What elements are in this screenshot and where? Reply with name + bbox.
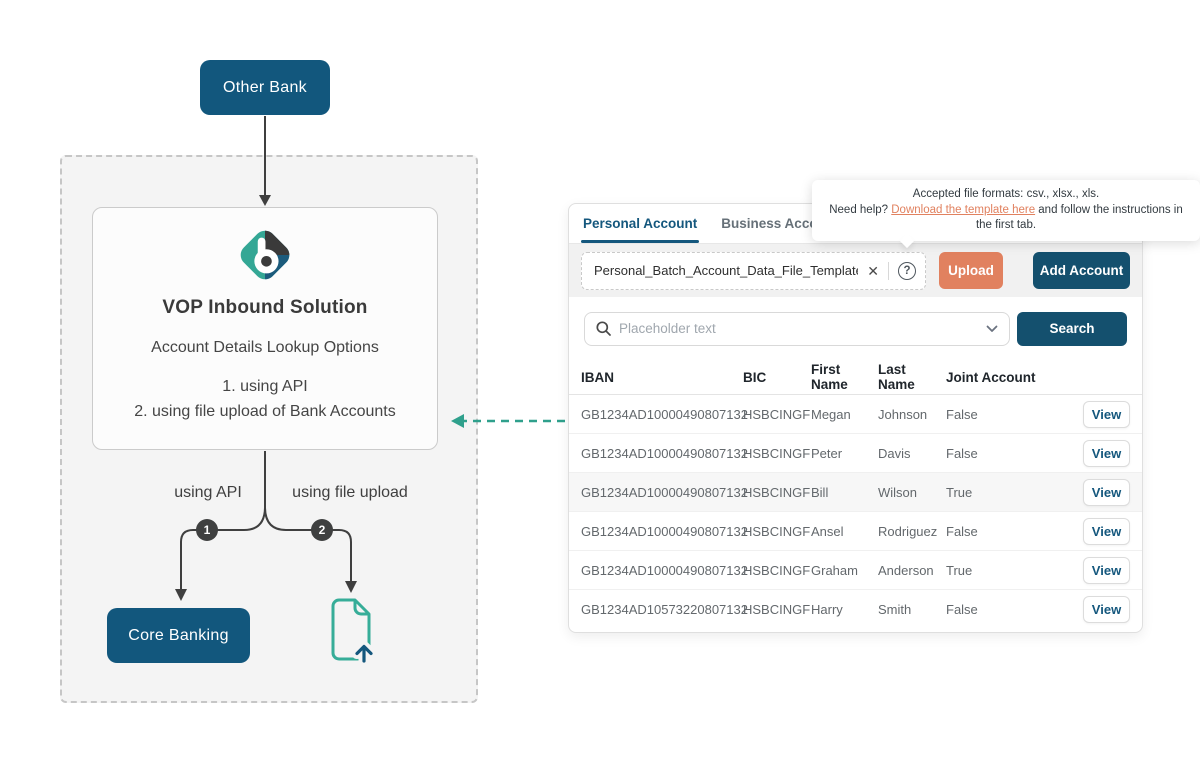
- last-name-cell: Wilson: [878, 484, 918, 500]
- download-template-link[interactable]: Download the template here: [891, 203, 1036, 216]
- tooltip-pre-link: Need help?: [829, 203, 892, 216]
- selected-filename: Personal_Batch_Account_Data_File_Templat…: [594, 263, 859, 278]
- joint-account-cell: True: [946, 562, 973, 578]
- last-name-cell: Rodriguez: [878, 523, 938, 539]
- first-name-cell: Peter: [811, 445, 843, 461]
- solution-title: VOP Inbound Solution: [162, 297, 368, 318]
- bic-cell: HSBCINGF: [743, 523, 811, 539]
- solution-subtitle: Account Details Lookup Options: [151, 339, 379, 356]
- iban-cell: GB1234AD10573220807132: [581, 602, 748, 617]
- iban-cell: GB1234AD10000490807132: [581, 406, 748, 422]
- table-header: IBAN BIC First Name Last Name Joint Acco…: [569, 360, 1142, 395]
- last-name-cell: Smith: [878, 602, 912, 617]
- joint-account-cell: False: [946, 523, 978, 539]
- view-button[interactable]: View: [1083, 478, 1130, 506]
- other-bank-node: Other Bank: [200, 60, 330, 115]
- account-upload-panel: Personal Account Business Account Person…: [568, 203, 1143, 633]
- search-button[interactable]: Search: [1017, 311, 1127, 346]
- solution-option-1: 1. using API: [222, 378, 308, 395]
- bic-cell: HSBCINGF: [743, 445, 811, 461]
- branch-label-file-upload: using file upload: [292, 484, 408, 501]
- file-dropzone[interactable]: Personal_Batch_Account_Data_File_Templat…: [581, 251, 926, 290]
- solution-options: 1. using API 2. using file upload of Ban…: [134, 374, 396, 424]
- table-row: GB1234AD10000490807132 HSBCINGF Megan Jo…: [569, 395, 1142, 434]
- search-row: Search: [569, 297, 1142, 360]
- view-button[interactable]: View: [1083, 400, 1130, 428]
- view-button[interactable]: View: [1083, 517, 1130, 545]
- upload-button[interactable]: Upload: [939, 252, 1003, 289]
- search-input[interactable]: [619, 321, 978, 336]
- first-name-cell: Ansel: [811, 523, 844, 539]
- table-row: GB1234AD10000490807132 HSBCINGF Graham A…: [569, 551, 1142, 590]
- iban-cell: GB1234AD10000490807132: [581, 445, 748, 461]
- tab-bar: Personal Account Business Account: [569, 204, 1142, 244]
- branch-label-api: using API: [174, 484, 242, 501]
- other-bank-label: Other Bank: [223, 78, 307, 96]
- divider: [888, 261, 889, 280]
- core-banking-label: Core Banking: [128, 626, 229, 644]
- bic-cell: HSBCINGF: [743, 406, 811, 422]
- search-box[interactable]: [584, 311, 1010, 346]
- upload-row: Personal_Batch_Account_Data_File_Templat…: [569, 244, 1142, 297]
- core-banking-node: Core Banking: [107, 608, 250, 663]
- upload-help-tooltip: Accepted file formats: csv., xlsx., xls.…: [812, 180, 1200, 248]
- branch-badge-2: 2: [311, 519, 333, 541]
- b-diamond-logo-icon: [236, 226, 294, 284]
- file-upload-icon: [331, 598, 376, 665]
- table-body: GB1234AD10000490807132 HSBCINGF Megan Jo…: [569, 395, 1142, 629]
- table-row: GB1234AD10573220807132 HSBCINGF Harry Sm…: [569, 590, 1142, 629]
- iban-cell: GB1234AD10000490807132: [581, 523, 748, 539]
- header-iban: IBAN: [581, 369, 614, 385]
- joint-account-cell: True: [946, 484, 973, 500]
- vop-solution-box: VOP Inbound Solution Account Details Loo…: [92, 207, 438, 450]
- iban-cell: GB1234AD10000490807132: [581, 562, 748, 578]
- question-icon[interactable]: ?: [898, 261, 916, 280]
- first-name-cell: Graham: [811, 562, 858, 578]
- solution-option-2: 2. using file upload of Bank Accounts: [134, 403, 396, 420]
- branch-badge-1: 1: [196, 519, 218, 541]
- tooltip-line1: Accepted file formats: csv., xlsx., xls.: [912, 188, 1100, 200]
- first-name-cell: Megan: [811, 406, 851, 422]
- joint-account-cell: False: [946, 602, 978, 617]
- chevron-down-icon[interactable]: [986, 325, 998, 333]
- view-button[interactable]: View: [1083, 556, 1130, 584]
- first-name-cell: Harry: [811, 602, 843, 617]
- iban-cell: GB1234AD10000490807132: [581, 484, 748, 500]
- joint-account-cell: False: [946, 406, 978, 422]
- header-joint-account: Joint Account: [946, 369, 1036, 385]
- tooltip-post-link: and follow the instructions in the first…: [975, 203, 1183, 232]
- header-first-name: First Name: [811, 362, 848, 392]
- header-bic: BIC: [743, 369, 767, 385]
- search-icon: [596, 321, 611, 336]
- first-name-cell: Bill: [811, 484, 829, 500]
- close-icon[interactable]: ✕: [867, 262, 879, 279]
- table-row: GB1234AD10000490807132 HSBCINGF Ansel Ro…: [569, 512, 1142, 551]
- bic-cell: HSBCINGF: [743, 562, 811, 578]
- last-name-cell: Johnson: [878, 406, 928, 422]
- joint-account-cell: False: [946, 445, 978, 461]
- tab-personal-account[interactable]: Personal Account: [571, 204, 709, 243]
- add-account-button[interactable]: Add Account: [1033, 252, 1130, 289]
- tab-business-account[interactable]: Business Account: [721, 216, 839, 231]
- last-name-cell: Davis: [878, 445, 911, 461]
- view-button[interactable]: View: [1083, 596, 1130, 623]
- view-button[interactable]: View: [1083, 439, 1130, 467]
- table-row: GB1234AD10000490807132 HSBCINGF Bill Wil…: [569, 473, 1142, 512]
- header-last-name: Last Name: [878, 362, 915, 392]
- bic-cell: HSBCINGF: [743, 602, 811, 617]
- bic-cell: HSBCINGF: [743, 484, 811, 500]
- table-row: GB1234AD10000490807132 HSBCINGF Peter Da…: [569, 434, 1142, 473]
- last-name-cell: Anderson: [878, 562, 934, 578]
